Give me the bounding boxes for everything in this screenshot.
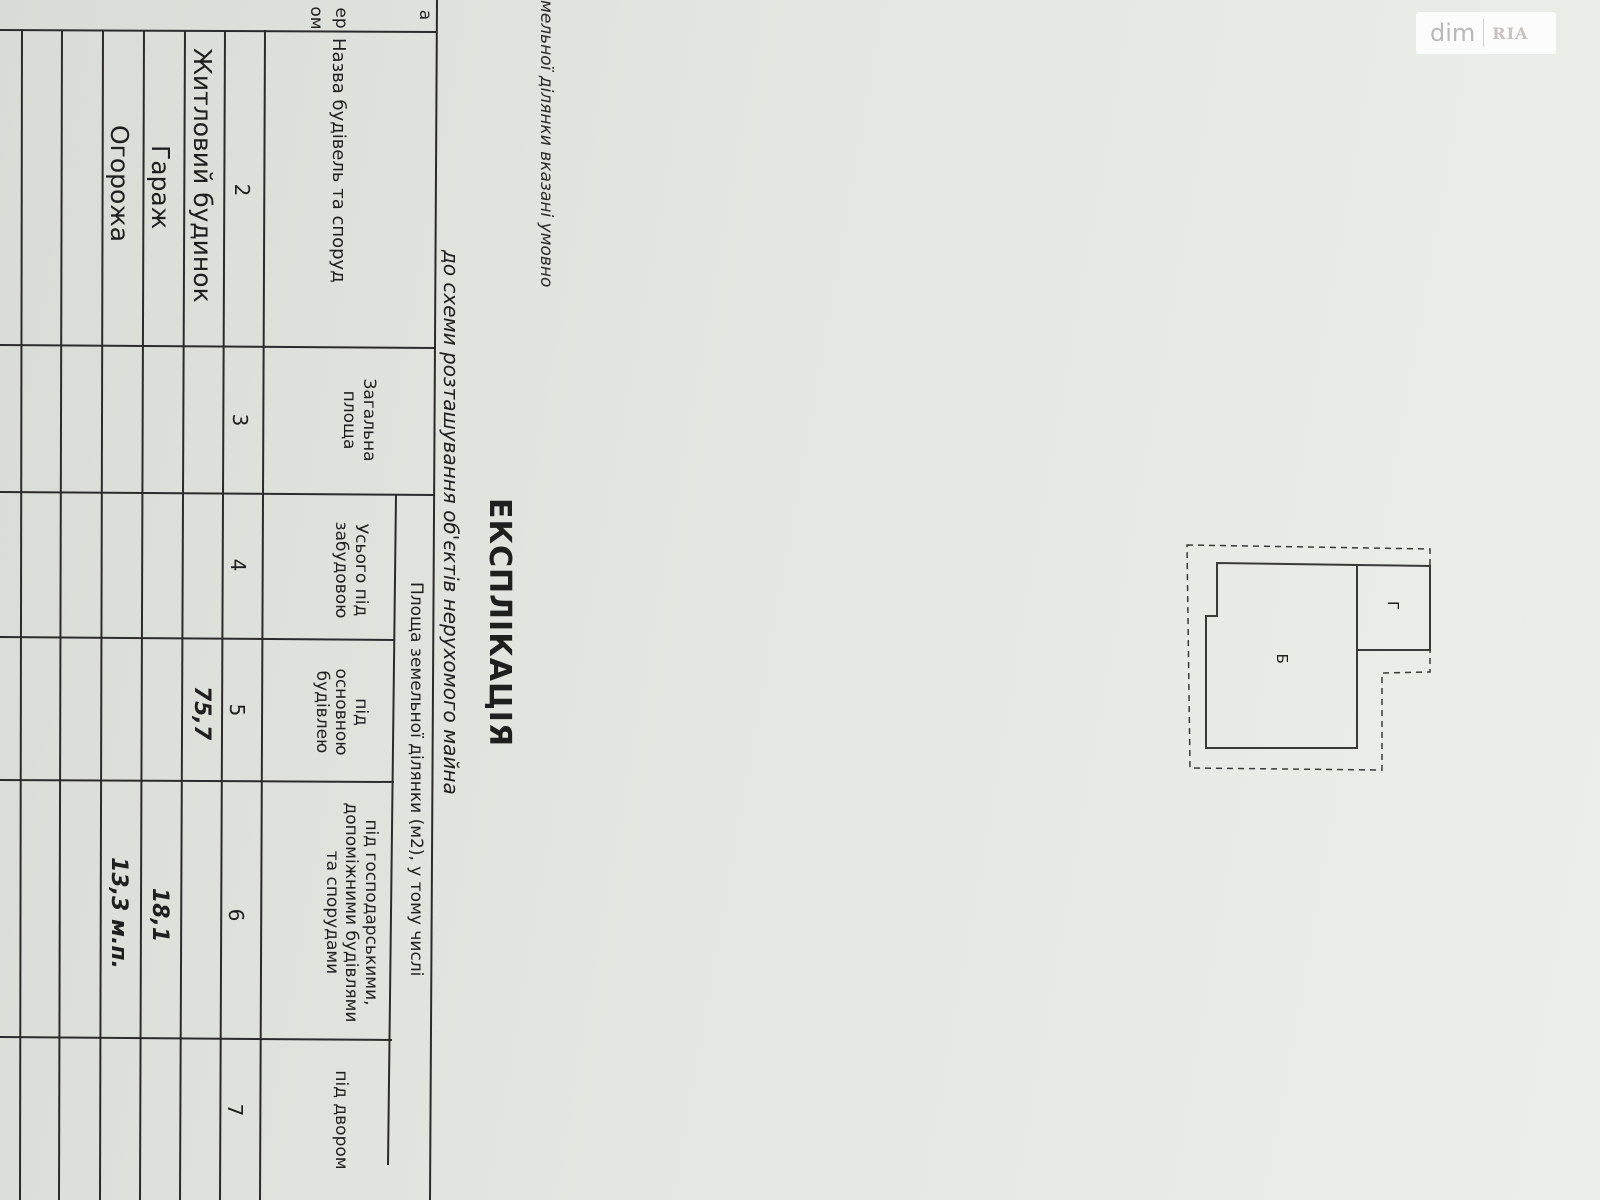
dim-ria-watermark: dim RIA — [1416, 12, 1556, 54]
watermark-brand: dim — [1430, 19, 1476, 47]
garage-outline — [1356, 564, 1431, 651]
plot-boundary — [1186, 544, 1431, 771]
plan-label-building: Б — [1272, 653, 1291, 664]
explication-document: мельної ділянки вказані умовно ЕКСПЛІКАЦ… — [0, 0, 600, 1200]
plan-label-garage: Г — [1384, 601, 1403, 611]
watermark-brand-secondary: RIA — [1492, 23, 1529, 43]
watermark-divider — [1483, 19, 1485, 47]
explication-table-grid — [0, 0, 438, 1200]
